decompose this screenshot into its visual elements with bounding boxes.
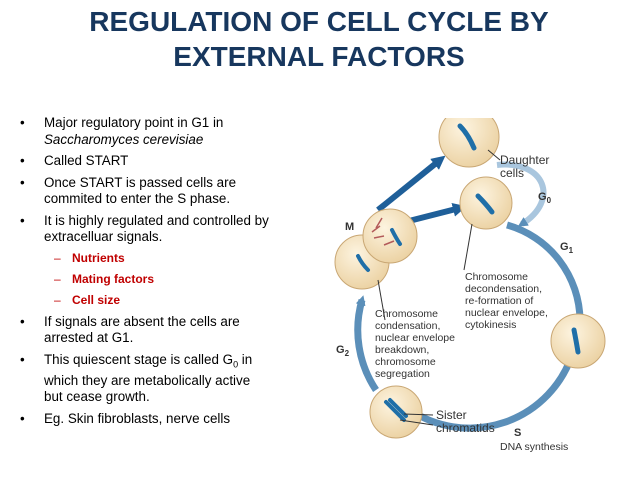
dash-symbol: – [54,271,61,286]
bullet-item: • Major regulatory point in G1 in Saccha… [18,115,318,148]
sister-chromatids-icon [384,398,408,422]
bullet-text: but cease growth. [44,389,150,405]
bullet-item: • This quiescent stage is called G0 in w… [18,352,318,406]
bullet-dot: • [20,212,25,228]
chromosome-icon [475,193,495,215]
chromosome-icon [457,123,477,151]
chromosome-icon [356,254,370,272]
cycle-arc-s [405,353,576,432]
chromosome-icon [571,327,581,355]
bullet-item: • Eg. Skin fibroblasts, nerve cells [18,411,318,428]
bullet-item: • Called START [18,153,318,170]
mitotic-cell-right [362,208,418,264]
bullet-text: Once START is passed cells are [44,174,237,190]
bullet-item: • Once START is passed cells are commite… [18,175,318,208]
pointer-line [487,149,501,161]
pointer-line [399,419,434,426]
label-daughter: Daughter [500,153,549,167]
title-line-2: EXTERNAL FACTORS [173,41,465,72]
bullet-dot: • [20,351,25,367]
arrow-to-daughter-top [376,155,446,213]
sub-bullet-item: – Mating factors [18,272,318,286]
bullet-dot: • [20,153,25,168]
bullet-dot: • [20,115,25,130]
sub-bullet-item: – Cell size [18,293,318,307]
label-s: S [514,427,521,439]
arrow-to-daughter-lower [404,202,467,225]
dash-symbol: – [54,292,61,307]
bullet-dot: • [20,174,25,190]
sub-bullet-text: Cell size [72,292,121,307]
label-dna-synthesis: DNA synthesis [500,441,568,453]
bullet-item: • If signals are absent the cells are ar… [18,314,318,347]
bullet-text: It is highly regulated and controlled by [44,212,269,228]
bullet-dot: • [20,313,25,329]
title-line-1: REGULATION OF CELL CYCLE BY [89,6,549,37]
bullet-text: If signals are absent the cells are [44,313,240,329]
bullet-text-italic: Saccharomyces cerevisiae [44,131,204,147]
bullet-text: arrested at G1. [44,330,134,345]
cycle-arc-g2 [354,295,379,392]
bullet-text: extracelluar signals. [44,229,163,244]
sub-bullet-text: Mating factors [72,271,155,286]
bullet-text-part: in [238,351,253,367]
cell-cycle-diagram: Daughter cells G0 G1 M G2 S DNA synthesi… [334,118,606,453]
bullet-text: which they are metabolically active [44,372,251,388]
bullet-text: Eg. Skin fibroblasts, nerve cells [44,410,231,426]
slide-title: REGULATION OF CELL CYCLE BY EXTERNAL FAC… [0,4,638,74]
sub-bullet-item: – Nutrients [18,251,318,265]
chromosome-icon [390,228,402,246]
label-decondensation: Chromosome decondensation, re-formation … [465,271,551,331]
bullet-text: commited to enter the S phase. [44,191,231,206]
bullet-text: Major regulatory point in G1 in [44,115,224,130]
subscript: 0 [233,359,239,370]
pointer-line [377,279,386,321]
cycle-arc-g1 [506,221,585,325]
pointer-line [463,223,473,271]
spindle-icon [371,217,395,246]
bullet-item: • It is highly regulated and controlled … [18,213,318,246]
label-condensation: Chromosome condensation, nuclear envelop… [375,308,458,380]
pointer-line [403,413,434,416]
label-g1: G1 [560,241,574,255]
label-g0: G0 [538,191,552,205]
bullet-text: This quiescent stage is called G0 in [44,352,318,373]
bullet-dot: • [20,410,25,426]
sub-bullet-text: Nutrients [72,250,125,265]
label-cells: cells [500,166,524,180]
bullet-text-part: This quiescent stage is called G [44,351,234,367]
bullet-text: Called START [44,153,129,168]
dash-symbol: – [54,250,61,265]
g0-loop-arrow [496,161,547,227]
label-g2: G2 [336,344,350,358]
label-m: M [345,221,354,233]
label-sister-chromatids: Sister chromatids [436,408,495,435]
bullet-list: • Major regulatory point in G1 in Saccha… [18,115,318,432]
